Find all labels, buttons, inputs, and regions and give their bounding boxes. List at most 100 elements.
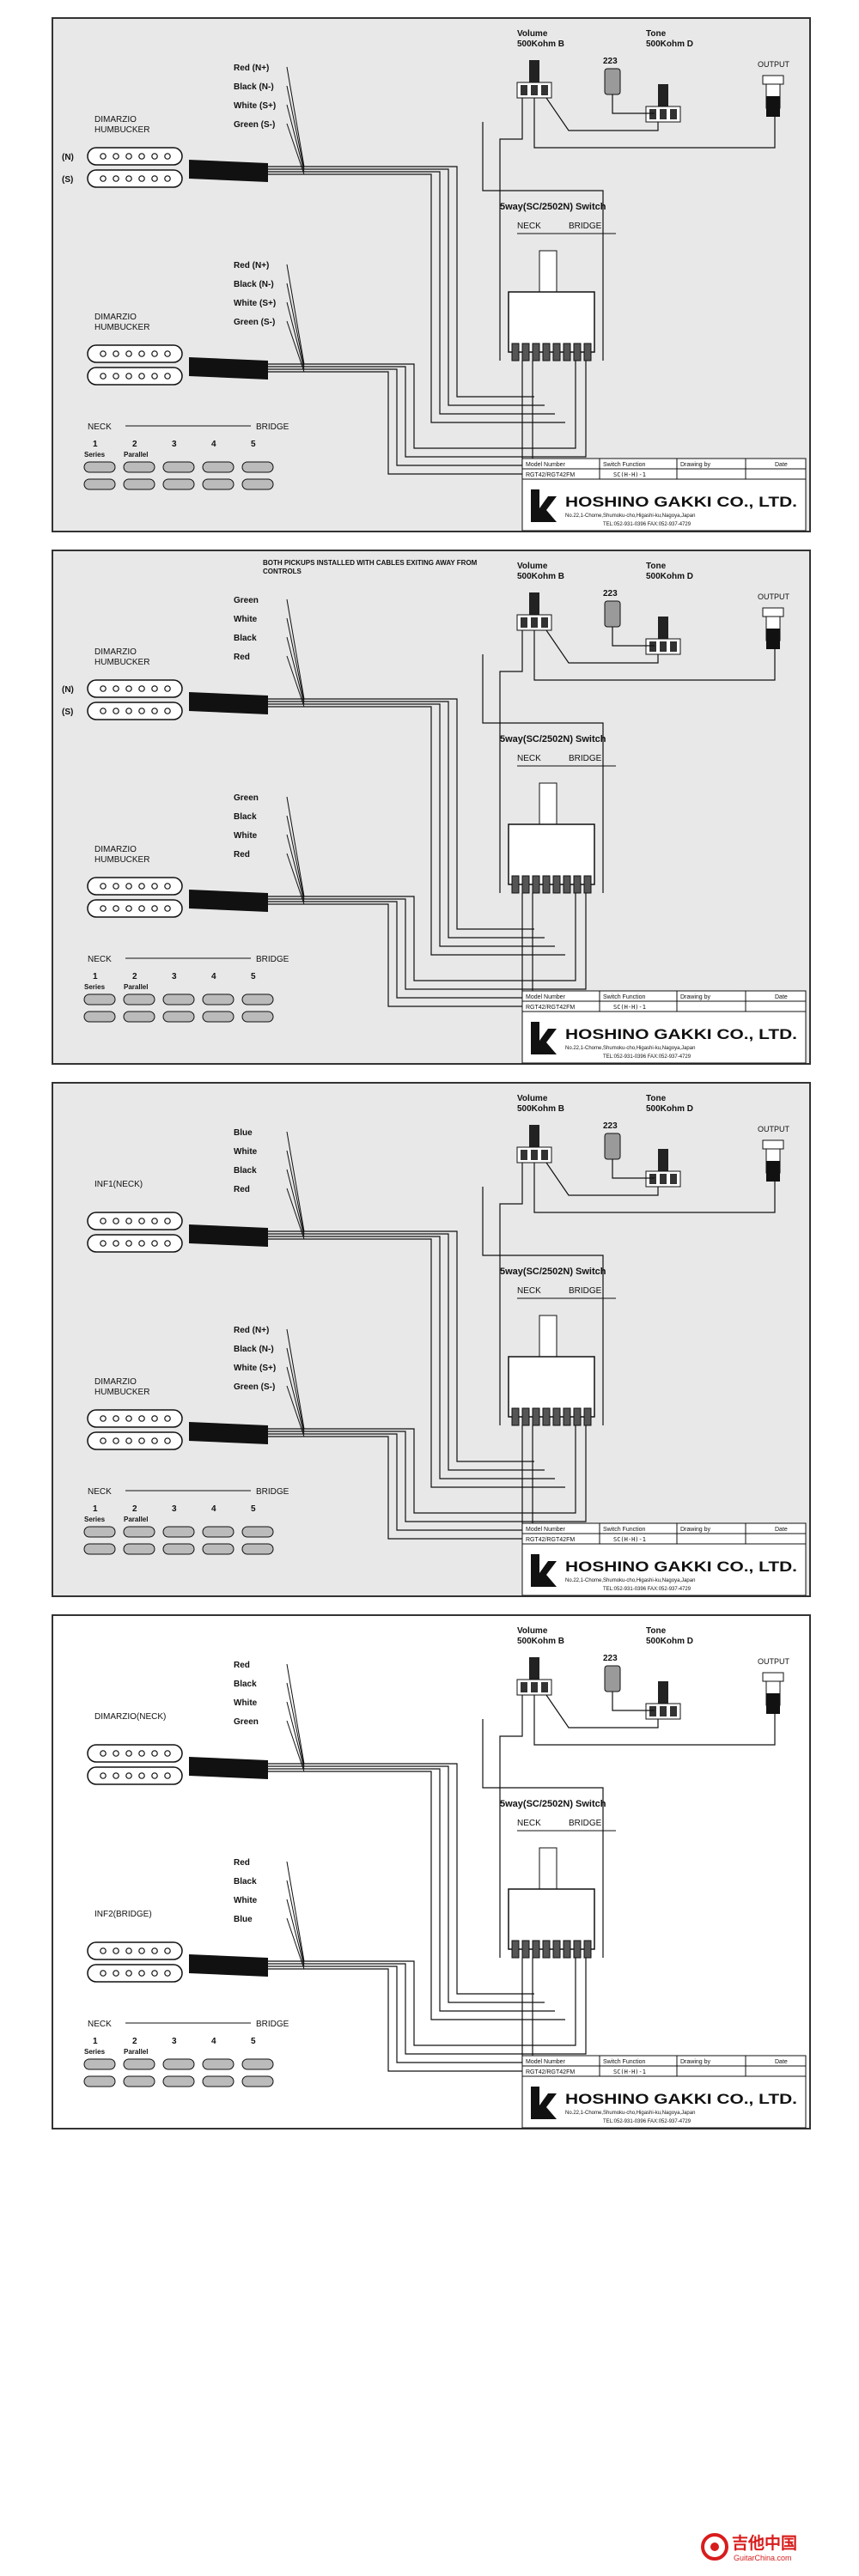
wire-color-label: Black — [234, 634, 257, 643]
selector-coil-icon — [241, 461, 274, 473]
parallel-label: Parallel — [124, 2048, 148, 2056]
coil-outline — [87, 679, 183, 698]
five-way-switch-icon — [508, 250, 595, 361]
company-name: HOSHINO GAKKI CO., LTD. — [565, 2091, 797, 2107]
pot-lug-icon — [531, 1150, 538, 1160]
pole-piece-icon — [138, 153, 145, 160]
connection-wire — [545, 1162, 659, 1196]
coil-mini — [162, 993, 195, 1005]
pot-lug-icon — [670, 1706, 677, 1716]
selector-position-number: 2 — [132, 440, 137, 449]
selector-coil-icon — [202, 461, 235, 473]
switch-lug-icon — [521, 1940, 530, 1959]
switch-lug-icon — [583, 1940, 592, 1959]
pickup-model-label: INF1(NECK) — [94, 1180, 143, 1189]
wire-leader-line — [286, 1899, 305, 1967]
selector-coil-icon — [162, 1543, 195, 1555]
connection-wire — [304, 168, 545, 406]
selector-position-number: 1 — [93, 1504, 98, 1514]
selector-position-number: 2 — [132, 972, 137, 981]
pole-piece-icon — [164, 373, 171, 380]
switch-lug-icon — [542, 875, 551, 894]
wire-color-label: Red — [234, 850, 250, 860]
wire-leader-line — [286, 1131, 305, 1232]
volume-pot-icon — [516, 1657, 552, 1696]
capacitor-icon — [604, 1133, 621, 1160]
connection-wire — [304, 1230, 534, 1462]
switch-lug-icon — [511, 875, 520, 894]
switch-title: 5way(SC/2502N) Switch — [500, 1799, 606, 1809]
switch-function: SC(H-H)-1 — [613, 1004, 646, 1011]
pole-piece-icon — [125, 350, 132, 357]
jack-body — [766, 629, 780, 649]
coil-outline — [87, 169, 183, 188]
connection-wire — [304, 893, 587, 990]
pole-piece-icon — [113, 373, 119, 380]
title-block-frame — [521, 2055, 807, 2129]
title-block-header: Switch Function — [603, 2059, 646, 2065]
pole-piece-icon — [138, 1415, 145, 1422]
switch-lug-icon — [542, 1940, 551, 1959]
wire-color-label: White (S+) — [234, 101, 276, 111]
switch-lug-icon — [532, 1940, 540, 1959]
connection-wire — [304, 1958, 576, 2046]
pot-lug-icon — [649, 1174, 656, 1184]
wire-color-label: Black — [234, 812, 257, 822]
coil-mini — [83, 478, 116, 490]
coil-mini — [202, 2075, 235, 2087]
wire-color-label: Red — [234, 1858, 250, 1868]
connection-wire — [304, 1768, 555, 2012]
pole-piece-icon — [151, 905, 158, 912]
company-phone: TEL:052-931-0396 FAX:052-937-4729 — [603, 1587, 691, 1592]
series-label: Series — [84, 2048, 106, 2056]
pickup-model-label: INF2(BRIDGE) — [94, 1910, 152, 1919]
coil-mini — [241, 2075, 274, 2087]
company-address: No.22,1-Chome,Shumoku-cho,Higashi-ku,Nag… — [565, 1578, 695, 1583]
switch-housing — [508, 1888, 595, 1950]
pole-piece-icon — [125, 373, 132, 380]
title-block-header: Drawing by — [680, 994, 711, 1000]
switch-lever — [539, 782, 557, 827]
coil-mini — [123, 1011, 155, 1023]
selector-coil-icon — [241, 1543, 274, 1555]
pot-lug-icon — [649, 641, 656, 652]
pole-piece-icon — [151, 1750, 158, 1757]
wire-color-label: Black — [234, 1680, 257, 1689]
switch-lug-icon — [573, 343, 582, 361]
humbucker-pickup-icon — [87, 147, 183, 188]
wire-color-label: Red (N+) — [234, 261, 269, 270]
wire-leader-line — [286, 1169, 305, 1237]
guitarchina-logo-icon — [701, 2533, 728, 2561]
humbucker-pickup-icon — [87, 1212, 183, 1253]
output-label: OUTPUT — [758, 592, 790, 601]
wire-leader-line — [286, 66, 305, 167]
connection-wire — [304, 166, 534, 398]
selector-coil-icon — [202, 1543, 235, 1555]
coil-mini — [123, 993, 155, 1005]
switch-lug-icon — [552, 1940, 561, 1959]
pot-lug-icon — [670, 641, 677, 652]
selector-position-number: 5 — [251, 972, 256, 981]
selector-position-number: 3 — [172, 2037, 177, 2046]
capacitor-wire — [612, 627, 655, 647]
wire-leader-line — [286, 264, 305, 365]
pole-piece-icon — [125, 883, 132, 890]
coil-mini — [241, 478, 274, 490]
pole-piece-icon — [164, 708, 171, 714]
wire-color-label: Red (N+) — [234, 1326, 269, 1335]
connection-wire — [304, 361, 587, 458]
pole-piece-icon — [125, 905, 132, 912]
switch-lug-icon — [511, 1940, 520, 1959]
pole-piece-icon — [151, 883, 158, 890]
company-phone: TEL:052-931-0396 FAX:052-937-4729 — [603, 2119, 691, 2124]
connection-wire — [304, 698, 534, 930]
parallel-label: Parallel — [124, 1516, 148, 1523]
connection-wire — [482, 1187, 604, 1425]
wire-leader-line — [286, 1861, 305, 1962]
pole-piece-icon — [125, 1970, 132, 1977]
wire-color-label: Red — [234, 1185, 250, 1194]
